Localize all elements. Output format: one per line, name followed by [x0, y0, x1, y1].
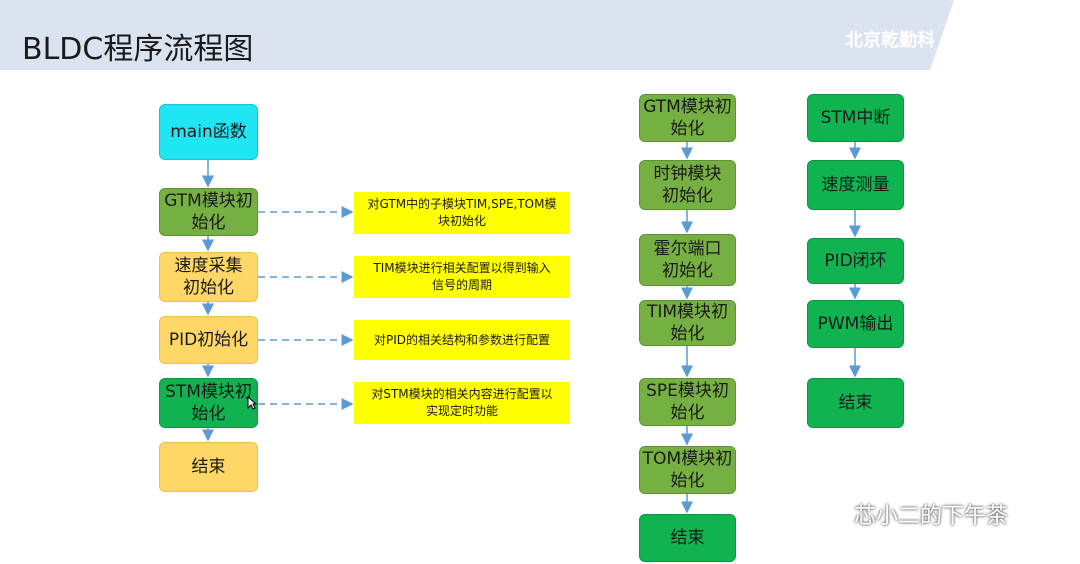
node-spe-init: SPE模块初 始化 — [639, 378, 736, 426]
note-stm-config: 对STM模块的相关内容进行配置以 实现定时功能 — [354, 382, 570, 424]
node-hall-port-init: 霍尔端口 初始化 — [639, 234, 736, 286]
brand-text: 北京乾勤科 — [845, 30, 935, 51]
node-pid-init: PID初始化 — [159, 316, 258, 364]
node-clock-init: 时钟模块 初始化 — [639, 160, 736, 210]
node-stm-interrupt: STM中断 — [807, 94, 904, 142]
note-gtm-init: 对GTM中的子模块TIM,SPE,TOM模 块初始化 — [354, 192, 570, 234]
note-pid-config: 对PID的相关结构和参数进行配置 — [354, 320, 570, 360]
node-gtm-module-init: GTM模块初 始化 — [639, 94, 736, 142]
wechat-icon — [811, 501, 846, 526]
node-stm-init: STM模块初 始化 — [159, 378, 258, 428]
watermark-text: 芯小二的下午茶 — [854, 504, 1009, 529]
node-gtm-init: GTM模块初 始化 — [159, 188, 258, 236]
node-stm-end: 结束 — [807, 378, 904, 428]
header-corner — [930, 0, 1080, 70]
note-tim-config: TIM模块进行相关配置以得到输入 信号的周期 — [354, 256, 570, 298]
node-tim-init: TIM模块初 始化 — [639, 300, 736, 346]
node-main-end: 结束 — [159, 442, 258, 492]
header-bar — [0, 0, 1080, 70]
node-pid-loop: PID闭环 — [807, 238, 904, 284]
node-pwm-output: PWM输出 — [807, 300, 904, 348]
node-speed-capture-init: 速度采集 初始化 — [159, 252, 258, 302]
page-title: BLDC程序流程图 — [22, 32, 254, 67]
watermark: 芯小二的下午茶 — [810, 498, 1008, 530]
node-tom-init: TOM模块初 始化 — [639, 446, 736, 494]
node-main-function: main函数 — [159, 104, 258, 160]
node-speed-measure: 速度测量 — [807, 160, 904, 210]
node-gtm-end: 结束 — [639, 514, 736, 562]
cursor-icon — [247, 396, 257, 410]
